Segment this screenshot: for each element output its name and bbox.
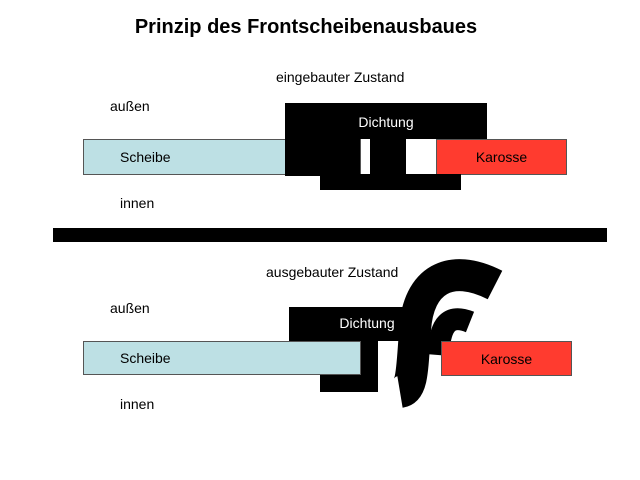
removed-inside-label: innen bbox=[120, 396, 155, 412]
installed-inside-label: innen bbox=[120, 195, 155, 211]
removed-seal-label: Dichtung bbox=[339, 315, 395, 331]
removed-outside-label: außen bbox=[110, 300, 150, 316]
installed-state-label: eingebauter Zustand bbox=[276, 69, 405, 85]
removed-body-label: Karosse bbox=[480, 350, 533, 367]
installed-glass-label: Scheibe bbox=[120, 149, 171, 165]
installed-outside-label: außen bbox=[110, 98, 150, 114]
installed-seal-top bbox=[285, 103, 487, 139]
installed-seal-bottom bbox=[320, 174, 461, 190]
installed-body: Karosse bbox=[436, 139, 567, 175]
section-divider bbox=[53, 228, 607, 242]
installed-seal-left-wall bbox=[285, 138, 360, 176]
removed-body: Karosse bbox=[441, 341, 572, 376]
installed-seal-label: Dichtung bbox=[358, 114, 414, 130]
removed-seal-top bbox=[289, 307, 409, 341]
removed-state-label: ausgebauter Zustand bbox=[266, 264, 399, 280]
installed-seal-stem bbox=[370, 138, 406, 176]
removed-seal-hook bbox=[427, 308, 475, 357]
removed-glass-label: Scheibe bbox=[120, 350, 171, 366]
removed-seal-twist bbox=[392, 259, 503, 408]
diagram-title: Prinzip des Frontscheibenausbaues bbox=[134, 16, 478, 38]
removed-glass: Scheibe bbox=[83, 341, 361, 375]
installed-body-label: Karosse bbox=[475, 149, 528, 165]
